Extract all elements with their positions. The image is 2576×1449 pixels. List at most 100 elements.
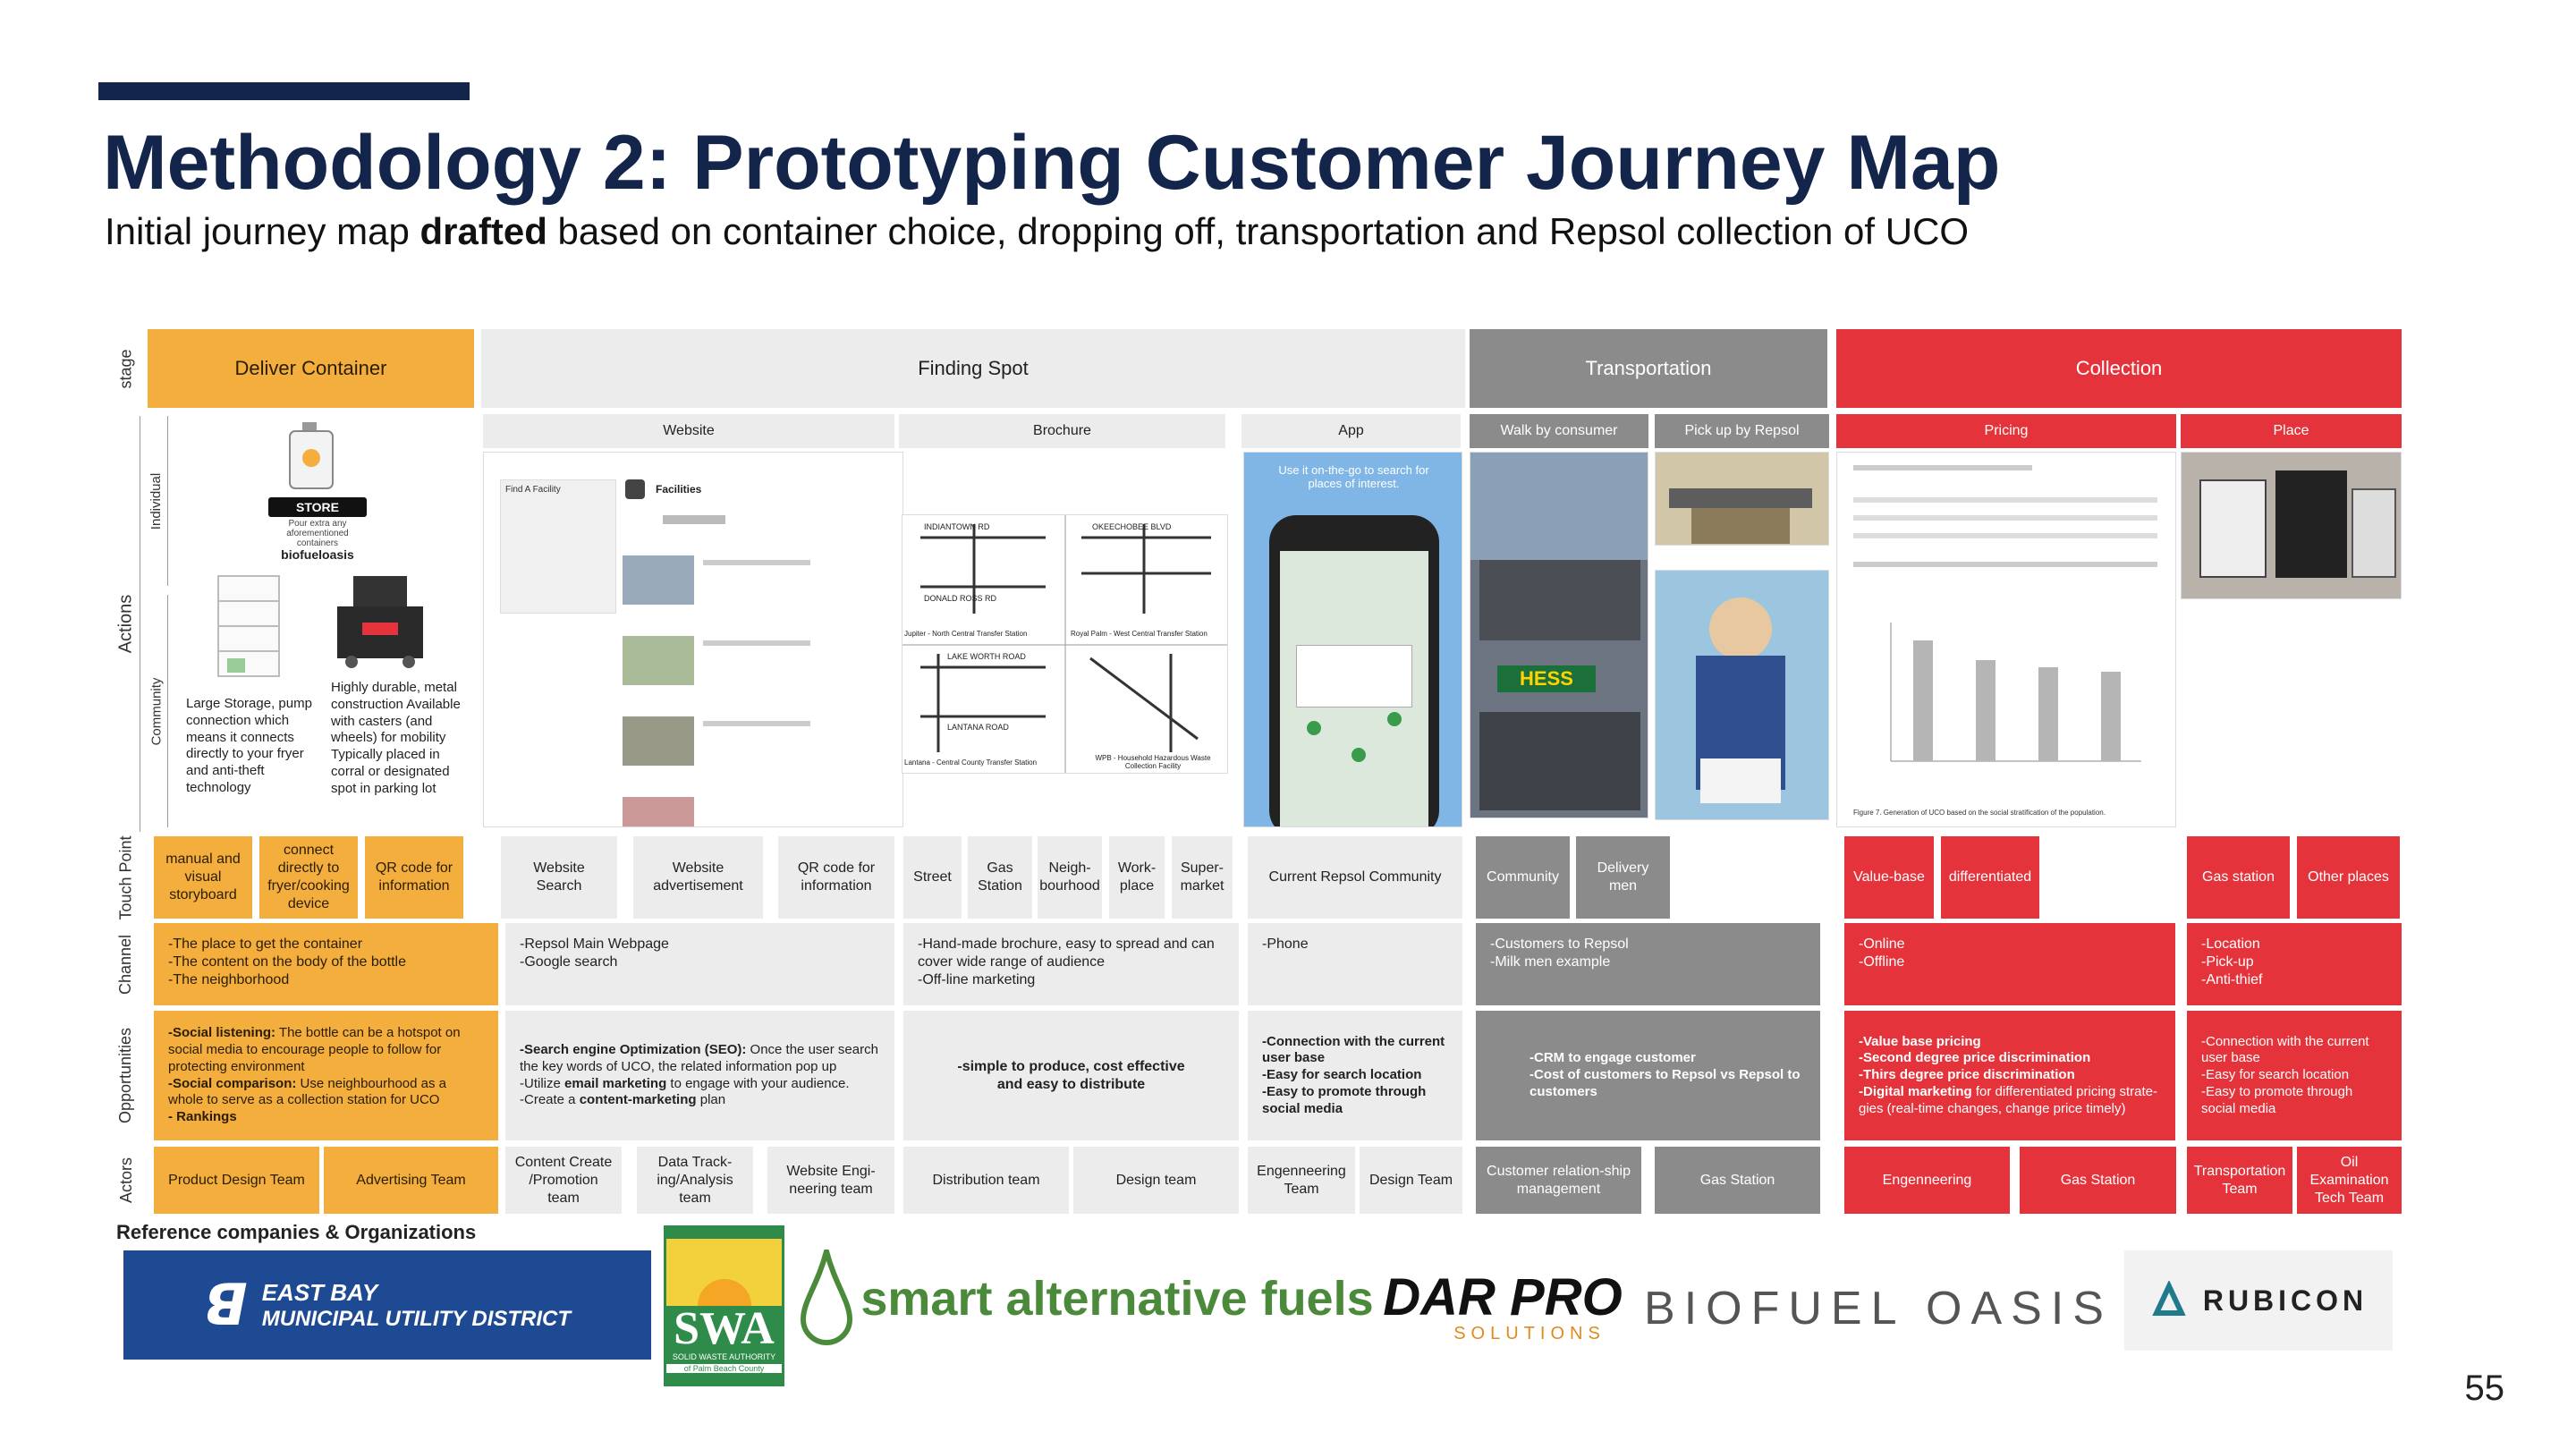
storage-rack-icon xyxy=(213,572,284,680)
map-label-okeechobee: OKEECHOBEE BLVD xyxy=(1092,522,1172,531)
tp-gas-station: Gas Station xyxy=(968,836,1032,919)
channel-deliver: -The place to get the container-The cont… xyxy=(154,923,498,1005)
map-label-lantana-road: LANTANA ROAD xyxy=(947,723,1009,732)
channel-app: -Phone xyxy=(1248,923,1462,1005)
ebmud-line1: EAST BAY xyxy=(261,1278,378,1306)
substage-website: Website xyxy=(483,414,894,448)
stage-collection: Collection xyxy=(1836,329,2402,408)
page-number: 55 xyxy=(2464,1368,2505,1408)
chart-caption: Figure 7. Generation of UCO based on the… xyxy=(1853,809,2106,817)
tp-neighbourhood: Neigh-bourhood xyxy=(1038,836,1102,919)
fuel-drop-icon xyxy=(800,1241,853,1348)
map-label-wpb: WPB - Household Hazardous Waste Collecti… xyxy=(1095,754,1211,770)
references-heading: Reference companies & Organizations xyxy=(116,1221,477,1243)
opp-transportation: -CRM to engage customer-Cost of customer… xyxy=(1476,1011,1820,1140)
darpro-subtext: SOLUTIONS xyxy=(1453,1324,1606,1343)
darpro-logo: DAR PRO SOLUTIONS xyxy=(1377,1266,1628,1351)
hess-sign: HESS xyxy=(1497,665,1596,692)
place-photo xyxy=(2181,452,2402,599)
map-label-lantana: Lantana - Central County Transfer Statio… xyxy=(904,758,1038,767)
app-phone-image: Use it on-the-go to search for places of… xyxy=(1243,452,1462,827)
stage-finding-spot: Finding Spot xyxy=(481,329,1465,408)
tp-storyboard: manual and visual storyboard xyxy=(154,836,252,919)
substage-place: Place xyxy=(2181,414,2402,448)
walk-by-consumer-photo: HESS xyxy=(1470,452,1648,818)
swa-subtext: SOLID WASTE AUTHORITY xyxy=(672,1352,776,1361)
tp-street: Street xyxy=(903,836,962,919)
substage-pricing: Pricing xyxy=(1836,414,2176,448)
substage-app: App xyxy=(1241,414,1461,448)
container-jug-icon xyxy=(284,420,338,492)
map-label-indiantown: INDIANTOWN RD xyxy=(924,522,990,531)
map-label-donald-ross: DONALD ROSS RD xyxy=(924,594,997,603)
map-label-royal-palm: Royal Palm - West Central Transfer Stati… xyxy=(1071,630,1208,638)
tp-repsol-community: Current Repsol Community xyxy=(1248,836,1462,919)
swa-text: SWA xyxy=(674,1303,775,1354)
darpro-text: DAR PRO xyxy=(1383,1268,1623,1326)
rubicon-text: RUBICON xyxy=(2202,1284,2368,1317)
brochure-map: INDIANTOWN RD OKEECHOBEE BLVD DONALD ROS… xyxy=(902,514,1228,774)
row-label-channel: Channel xyxy=(116,934,135,995)
tp-connect-fryer: connect directly to fryer/cooking device xyxy=(259,836,358,919)
opp-deliver: -Social listening: The bottle can be a h… xyxy=(154,1011,498,1140)
biofuel-oasis-logo: BIOFUEL OASIS xyxy=(1644,1283,2113,1335)
opp-pricing: -Value base pricing-Second degree price … xyxy=(1844,1011,2175,1140)
stage-transportation: Transportation xyxy=(1470,329,1827,408)
website-screenshot: Find A Facility Facilities xyxy=(483,452,903,827)
channel-brochure: -Hand-made brochure, easy to spread and … xyxy=(903,923,1239,1005)
page-title: Methodology 2: Prototyping Customer Jour… xyxy=(103,120,2001,206)
accent-bar xyxy=(98,82,470,100)
pricing-chart-image: Figure 7. Generation of UCO based on the… xyxy=(1836,452,2176,827)
opp-website: -Search engine Optimization (SEO): Once … xyxy=(505,1011,894,1140)
gas-station-photo xyxy=(1655,452,1829,546)
rubicon-logo: RUBICON xyxy=(2124,1250,2393,1351)
tp-qr-info: QR code for information xyxy=(778,836,894,919)
swa-subtext2: of Palm Beach County xyxy=(666,1364,782,1373)
actor-advertising: Advertising Team xyxy=(324,1147,498,1214)
find-facility-label: Find A Facility xyxy=(505,485,561,495)
tp-gas-station-collection: Gas station xyxy=(2187,836,2290,919)
row-label-individual: Individual xyxy=(145,416,168,586)
ebmud-logo: ꓭ EAST BAY MUNICIPAL UTILITY DISTRICT xyxy=(123,1250,651,1360)
opp-place: -Connection with the current user base-E… xyxy=(2187,1011,2402,1140)
tp-differentiated: differentiated xyxy=(1941,836,2039,919)
tp-community: Community xyxy=(1476,836,1570,919)
actor-gas-station-transport: Gas Station xyxy=(1655,1147,1820,1214)
row-label-touch-point: Touch Point xyxy=(116,835,135,920)
facilities-heading: Facilities xyxy=(656,483,702,496)
metal-bin-icon xyxy=(326,572,434,671)
actor-transportation-team: Transportation Team xyxy=(2187,1147,2292,1214)
actor-data-tracking: Data Track-ing/Analysis team xyxy=(637,1147,753,1214)
row-label-opportunities: Opportunities xyxy=(116,1027,135,1124)
row-label-actors: Actors xyxy=(116,1157,135,1204)
store-small-text: Pour extra any aforementioned containers xyxy=(286,519,349,548)
store-label: STORE xyxy=(268,497,367,517)
tp-qr-code: QR code for information xyxy=(365,836,463,919)
swa-logo: SWA SOLID WASTE AUTHORITY of Palm Beach … xyxy=(664,1225,784,1386)
row-label-actions: Actions xyxy=(112,416,140,832)
opp-app: -Connection with the current user base-E… xyxy=(1248,1011,1462,1140)
tp-other-places: Other places xyxy=(2297,836,2400,919)
map-label-jupiter: Jupiter - North Central Transfer Station xyxy=(904,630,1028,638)
channel-place: -Location-Pick-up-Anti-thief xyxy=(2187,923,2402,1005)
smart-alternative-fuels-logo: smart alternative fuels xyxy=(801,1241,1374,1352)
swa-sun-icon xyxy=(666,1239,782,1306)
tp-delivery-men: Delivery men xyxy=(1576,836,1670,919)
row-label-community: Community xyxy=(145,595,168,827)
app-caption: Use it on-the-go to search for places of… xyxy=(1278,463,1429,490)
actor-crm: Customer relation-ship management xyxy=(1476,1147,1641,1214)
actor-product-design: Product Design Team xyxy=(154,1147,319,1214)
row-label-stage: stage xyxy=(116,348,135,389)
stage-deliver-container: Deliver Container xyxy=(148,329,474,408)
tp-website-search: Website Search xyxy=(501,836,617,919)
actor-oil-examination: Oil Examination Tech Team xyxy=(2297,1147,2402,1214)
rubicon-mark-icon xyxy=(2149,1279,2189,1320)
biofueloasis-label: biofueloasis xyxy=(281,547,354,562)
tp-workplace: Work-place xyxy=(1109,836,1165,919)
tp-value-base: Value-base xyxy=(1844,836,1934,919)
actor-website-engineering: Website Engi-neering team xyxy=(767,1147,894,1214)
actor-content-create: Content Create /Promotion team xyxy=(505,1147,622,1214)
substage-brochure: Brochure xyxy=(899,414,1225,448)
tp-supermarket: Super-market xyxy=(1172,836,1233,919)
actor-distribution: Distribution team xyxy=(903,1147,1069,1214)
